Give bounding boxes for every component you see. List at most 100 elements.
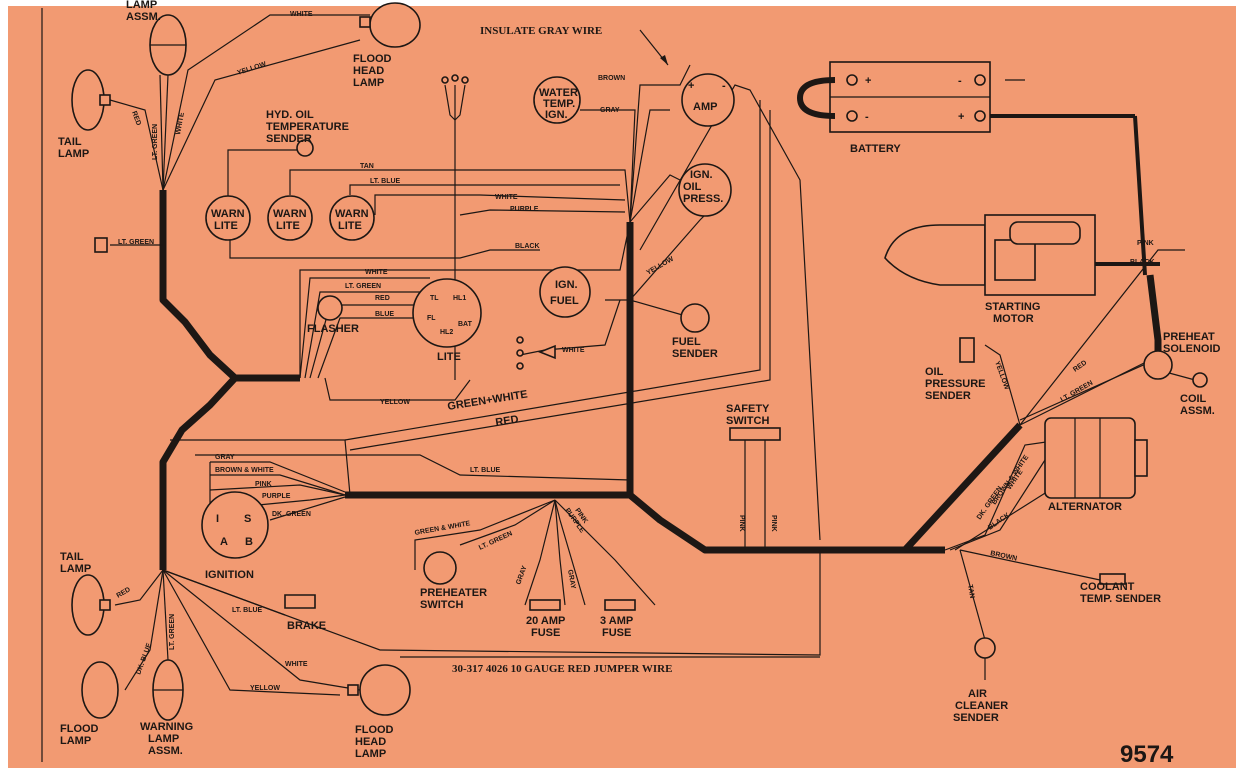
label-air-cleaner-1: AIR — [968, 688, 987, 700]
wire-brown-white: BROWN & WHITE — [215, 467, 274, 474]
label-warn-lite-2a: WARN — [273, 208, 307, 220]
label-ign-a: A — [220, 536, 228, 548]
warn-lite-1 — [205, 195, 251, 241]
wire-yellow-5: YELLOW — [250, 685, 280, 692]
wire-pink-3: PINK — [738, 515, 745, 532]
wire-lt-green-2: LT. GREEN — [118, 239, 154, 246]
wire-yellow-4: YELLOW — [993, 360, 1010, 391]
wire-gray-4: GRAY — [566, 569, 576, 590]
coil-assm — [1192, 372, 1208, 388]
label-air-cleaner-2: CLEANER — [955, 700, 1008, 712]
flood-lamp — [81, 661, 119, 719]
label-tail-lamp-bottom-1: TAIL — [60, 551, 84, 563]
label-fuse-20-1: 20 AMP — [526, 615, 565, 627]
label-bat-plus-2: + — [958, 111, 964, 123]
preheat-solenoid — [1143, 350, 1173, 380]
wire-red-5: RED — [116, 586, 132, 599]
wire-black-2: BLACK — [1130, 259, 1155, 266]
wire-lt-green-1: LT. GREEN — [152, 124, 159, 160]
wire-gray-3: GRAY — [515, 565, 528, 586]
wire-white-2: WHITE — [175, 112, 186, 136]
water-temp-gauge — [533, 76, 581, 124]
label-warn-lite-1b: LITE — [214, 220, 238, 232]
label-warning-lamp-bottom-1: WARNING — [140, 721, 193, 733]
wire-lt-green-3: LT. GREEN — [345, 283, 381, 290]
doc-number: 9574 — [1120, 741, 1174, 768]
label-ign-oil-2: OIL — [683, 181, 702, 193]
wire-red-2: RED — [375, 295, 390, 302]
label-preheater-2: SWITCH — [420, 599, 463, 611]
thin-wires — [109, 14, 1196, 696]
wire-black-1: BLACK — [515, 243, 540, 250]
main-harness — [159, 114, 1162, 570]
label-coil-1: COIL — [1180, 393, 1207, 405]
label-coolant-2: TEMP. SENDER — [1080, 593, 1161, 605]
label-warning-lamp-top-2: ASSM. — [126, 11, 161, 23]
label-brake: BRAKE — [287, 620, 326, 632]
label-ign-i: I — [216, 513, 219, 525]
label-oil-pressure-1: OIL — [925, 366, 944, 378]
starting-motor-nose — [884, 224, 986, 286]
ignition-switch — [201, 491, 269, 559]
wire-green-white: GREEN+WHITE — [447, 388, 529, 413]
wire-pink-4: PINK — [770, 515, 777, 532]
label-term-tl: TL — [430, 295, 439, 302]
fuse-3 — [604, 599, 636, 611]
tail-lamp-bottom — [71, 574, 105, 636]
label-oil-pressure-2: PRESSURE — [925, 378, 986, 390]
label-lite: LITE — [437, 351, 461, 363]
ign-fuel-gauge — [539, 266, 591, 318]
label-warning-lamp-top-1: LAMP — [126, 0, 157, 11]
coolant-temp-sender — [1099, 573, 1126, 585]
label-flood-head-lamp-top-2: HEAD — [353, 65, 384, 77]
label-warn-lite-3a: WARN — [335, 208, 369, 220]
label-ign-s: S — [244, 513, 251, 525]
label-hyd-oil-2: TEMPERATURE — [266, 121, 349, 133]
label-alternator: ALTERNATOR — [1048, 501, 1122, 513]
fuse-20 — [529, 599, 561, 611]
label-fuse-3-1: 3 AMP — [600, 615, 633, 627]
wire-dk-green-1: DK. GREEN — [272, 511, 311, 518]
label-coil-2: ASSM. — [1180, 405, 1215, 417]
wire-lt-blue-2: LT. BLUE — [470, 467, 501, 474]
label-term-fl: FL — [427, 315, 436, 322]
label-amp: AMP — [693, 101, 717, 113]
label-warning-lamp-bottom-2: LAMP — [148, 733, 179, 745]
label-flood-lamp-1: FLOOD — [60, 723, 99, 735]
wire-pink-1: PINK — [255, 481, 272, 488]
wire-pink-5: PINK — [1137, 240, 1154, 247]
wire-tan-2: TAN — [966, 584, 975, 599]
wire-dk-blue: DK. BLUE — [135, 642, 153, 676]
fuel-sender — [680, 303, 710, 333]
wire-lt-green-6: LT. GREEN — [169, 614, 176, 650]
brake-switch — [284, 594, 316, 609]
wire-gray-2: GRAY — [215, 454, 235, 461]
hyd-oil-temp-sender — [296, 139, 314, 157]
flood-head-lamp-top — [369, 2, 421, 48]
amp-gauge — [681, 73, 735, 127]
wire-lt-green-4: LT. GREEN — [478, 530, 514, 552]
label-bat-minus-2: - — [958, 75, 962, 87]
label-preheat-2: SOLENOID — [1163, 343, 1221, 355]
wire-red-3: RED — [495, 413, 520, 428]
label-fuel-sender-1: FUEL — [672, 336, 701, 348]
label-coolant-1: COOLANT — [1080, 581, 1135, 593]
label-oil-pressure-3: SENDER — [925, 390, 971, 402]
label-flood-head-lamp-top-3: LAMP — [353, 77, 384, 89]
alternator — [1044, 417, 1136, 499]
label-flood-head-lamp-bottom-1: FLOOD — [355, 724, 394, 736]
jumper-wire-note: 30-317 4026 10 GAUGE RED JUMPER WIRE — [452, 663, 672, 675]
wire-white-4: WHITE — [365, 269, 388, 276]
label-ign-oil-1: IGN. — [690, 169, 713, 181]
label-flood-head-lamp-bottom-3: LAMP — [355, 748, 386, 760]
insulate-gray-wire-note: INSULATE GRAY WIRE — [480, 25, 602, 37]
wire-lt-blue-1: LT. BLUE — [370, 178, 401, 185]
wire-lt-green-5: LT. GREEN — [1060, 380, 1095, 404]
label-warn-lite-3b: LITE — [338, 220, 362, 232]
label-fuel-sender-2: SENDER — [672, 348, 718, 360]
label-hyd-oil-1: HYD. OIL — [266, 109, 314, 121]
wire-yellow-3: YELLOW — [380, 399, 410, 406]
label-water-temp-2: TEMP. — [543, 98, 575, 110]
wire-red-4: RED — [1072, 359, 1088, 373]
